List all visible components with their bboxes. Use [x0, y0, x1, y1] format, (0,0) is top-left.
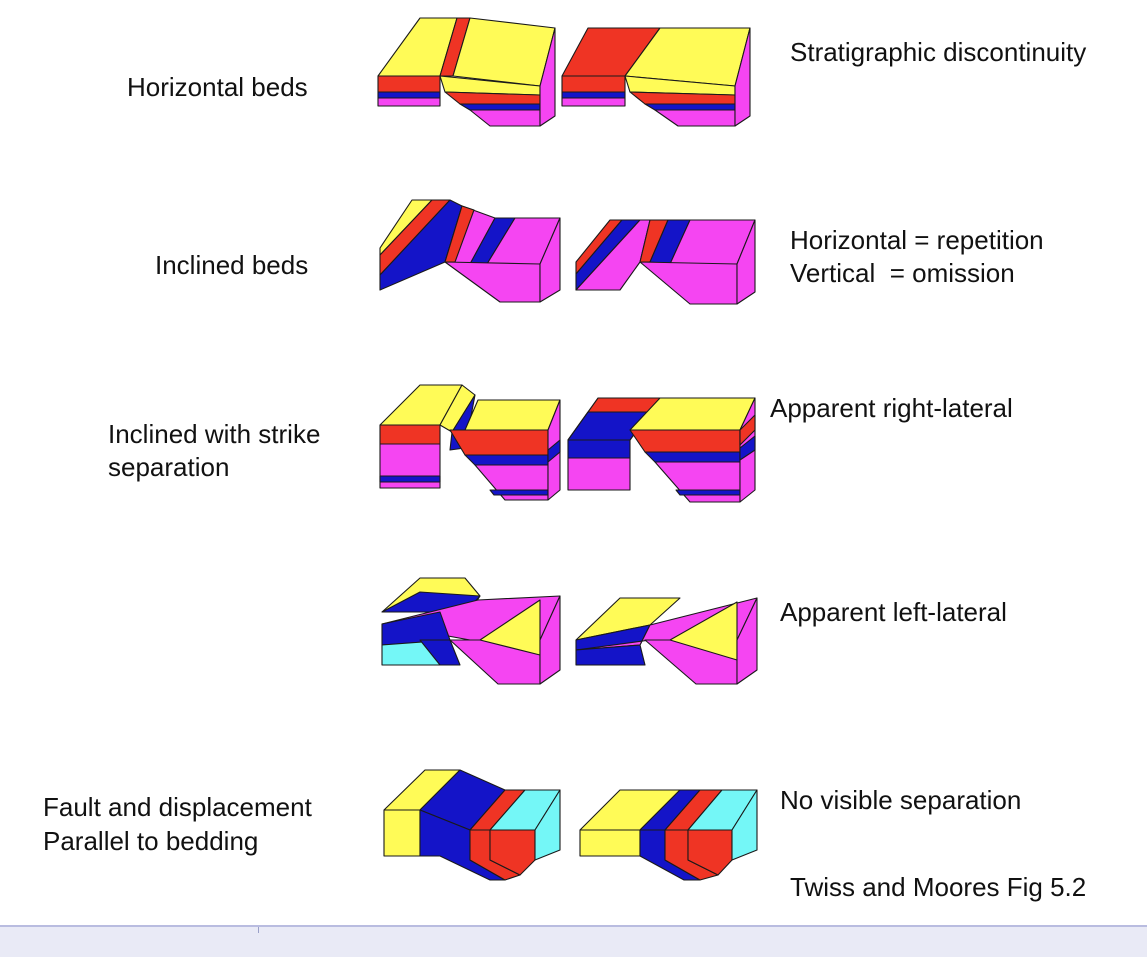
row3-right-label: Apparent right-lateral [770, 393, 1013, 423]
row5-left-label-line2: Parallel to bedding [43, 826, 259, 856]
block-row3-left [379, 384, 561, 501]
row2-right-label-line2: Vertical = omission [790, 258, 1015, 288]
row2-right-label-line1: Horizontal = repetition [790, 225, 1044, 255]
block-row5-left [383, 769, 561, 881]
block-row4-right [575, 597, 758, 685]
row3-left-label-line1: Inclined with strike [108, 419, 321, 449]
row5-left-label-line1: Fault and displacement [43, 792, 312, 822]
row4-right-label: Apparent left-lateral [780, 597, 1007, 627]
row2-left-label: Inclined beds [155, 250, 309, 280]
fault-block-diagrams [377, 17, 758, 881]
slide-footer-bar [0, 925, 1147, 957]
row3-left-label-line2: separation [108, 452, 230, 482]
row5-right-label: No visible separation [780, 785, 1022, 815]
citation: Twiss and Moores Fig 5.2 [790, 872, 1087, 902]
block-row1-right [561, 27, 751, 127]
block-row2-left [379, 199, 561, 303]
block-row5-right [579, 789, 758, 881]
block-row3-right [567, 397, 756, 503]
row1-left-label: Horizontal beds [127, 72, 308, 102]
footer-divider [258, 927, 259, 933]
block-row1-left [377, 17, 556, 127]
row1-right-label: Stratigraphic discontinuity [790, 37, 1087, 67]
block-row2-right [575, 219, 756, 305]
block-row4-left [381, 577, 561, 685]
